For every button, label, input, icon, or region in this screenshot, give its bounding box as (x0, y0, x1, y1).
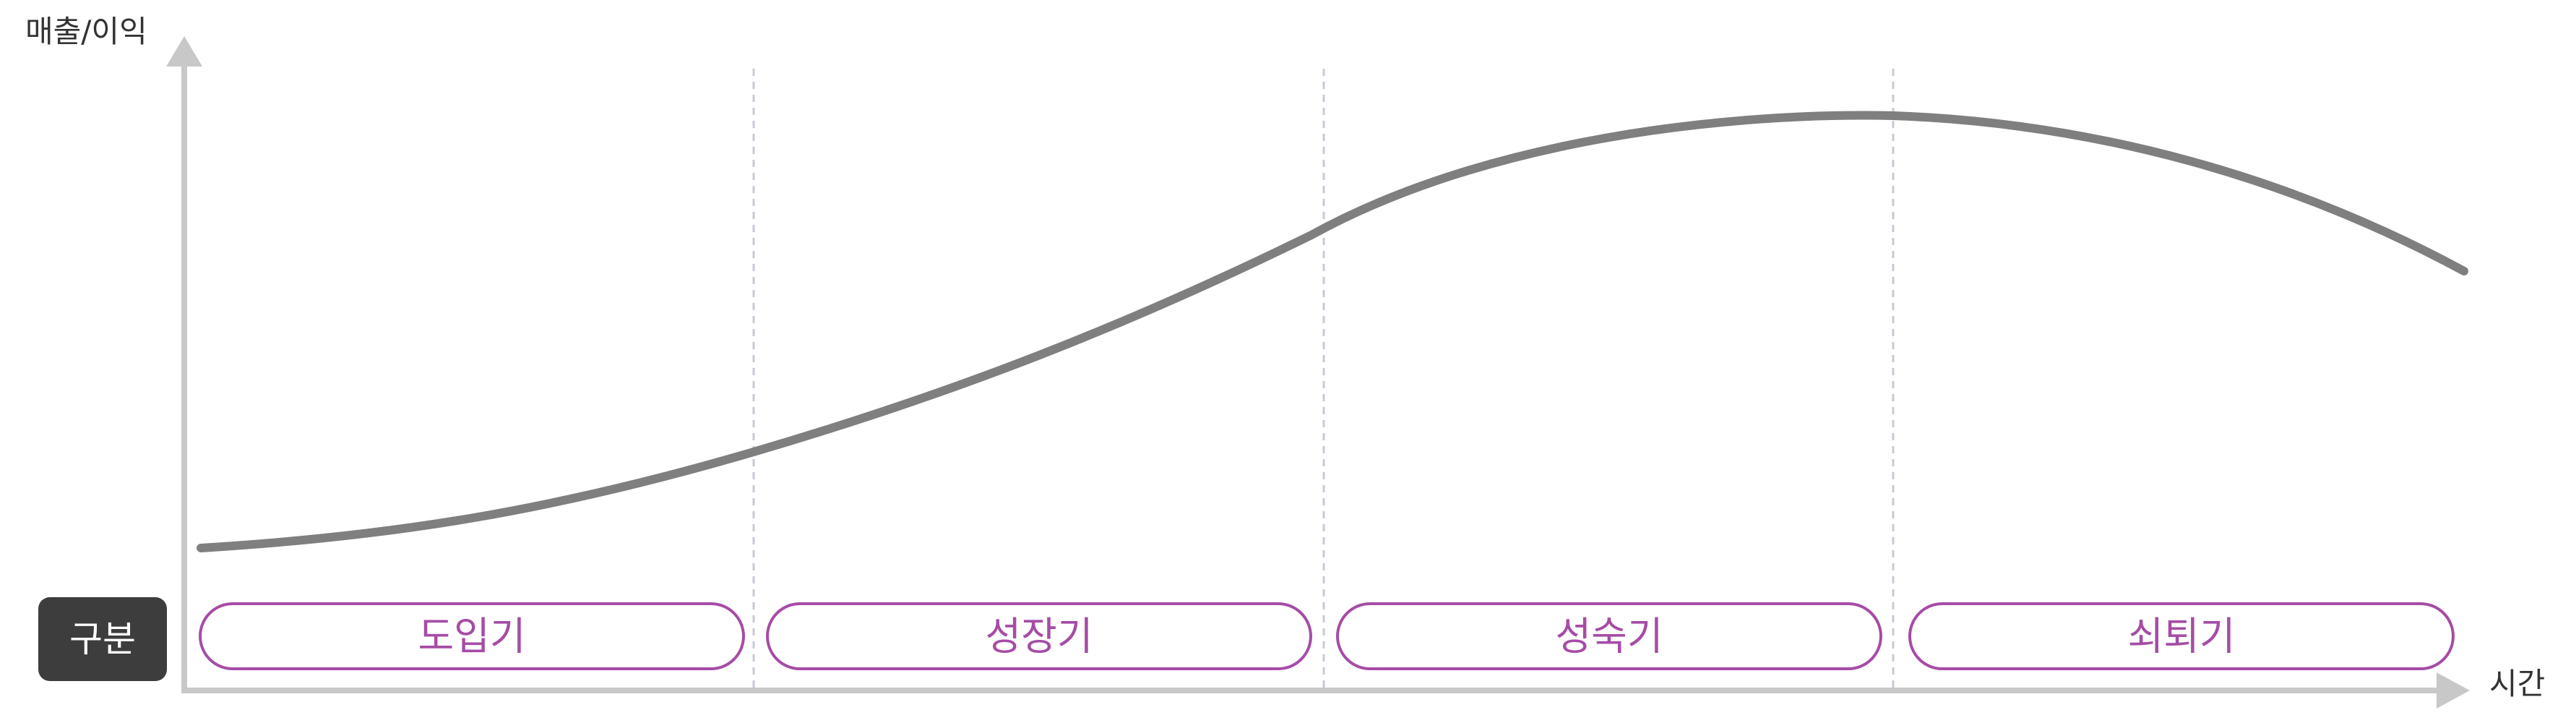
x-axis-arrowhead (2437, 672, 2470, 709)
category-header-badge (38, 597, 167, 681)
stage-pill-maturity (1336, 602, 1882, 670)
category-header-label: 구분 (69, 618, 136, 660)
stage-label-decline: 쇠퇴기 (2127, 614, 2235, 659)
stage-label-introduction: 도입기 (418, 614, 525, 659)
x-axis-label: 시간 (2489, 666, 2545, 701)
stage-pill-decline (1908, 602, 2455, 670)
stage-label-growth: 성장기 (985, 614, 1093, 659)
stage-pill-introduction (199, 602, 745, 670)
stage-pill-growth (766, 602, 1312, 670)
y-axis-label: 매출/이익 (25, 14, 147, 49)
stage-label-maturity: 성숙기 (1555, 614, 1663, 659)
lifecycle-curve (197, 111, 2468, 552)
y-axis-arrowhead (166, 36, 202, 67)
